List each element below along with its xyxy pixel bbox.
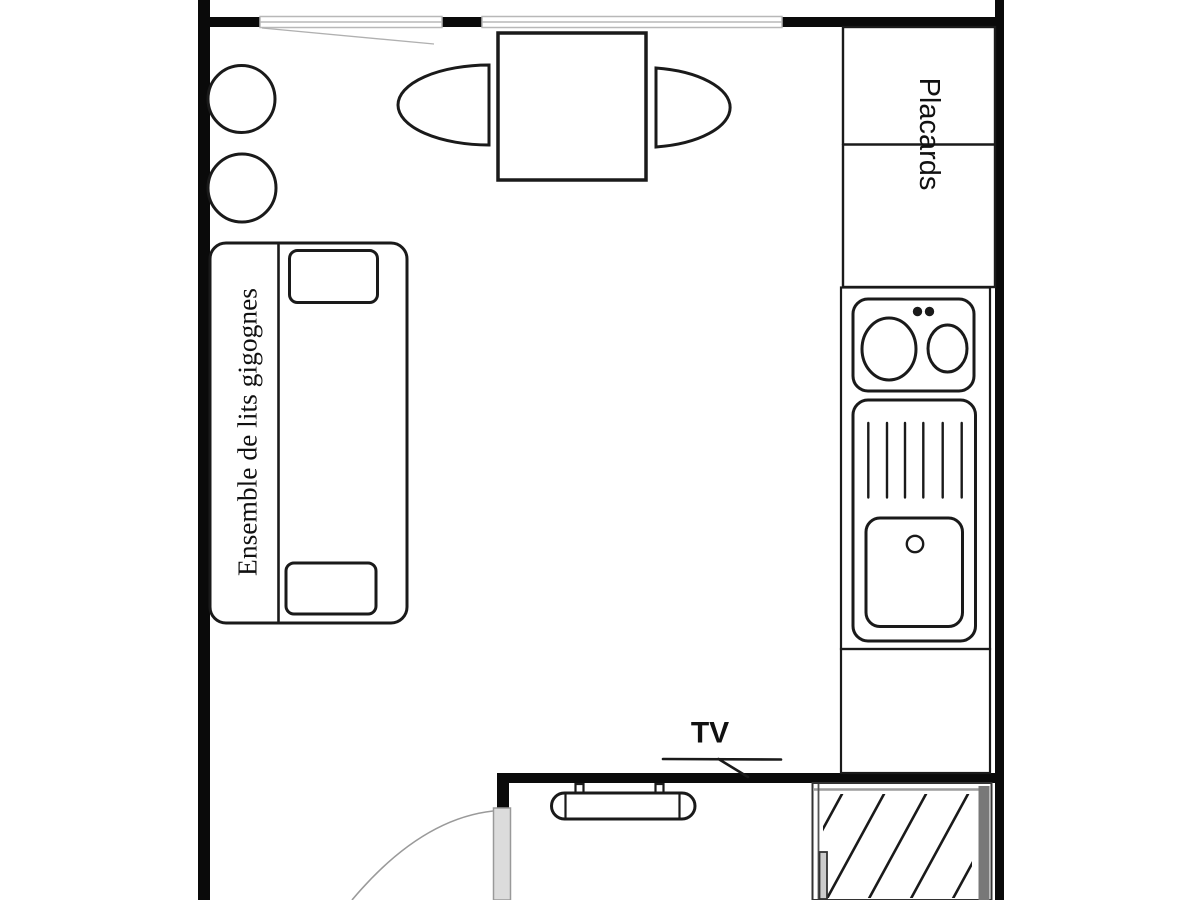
hatch-line xyxy=(909,794,970,898)
shower-hatching xyxy=(823,794,972,898)
bed-label: Ensemble de lits gigognes xyxy=(232,288,263,576)
shower-right-frame xyxy=(978,786,990,900)
hatch-line xyxy=(951,860,972,898)
bathroom-wall xyxy=(497,773,995,783)
sink-basin xyxy=(864,516,964,628)
bed-pillow-bottom xyxy=(284,561,378,616)
chair-right xyxy=(654,66,732,149)
furniture xyxy=(206,25,997,821)
burner-large xyxy=(860,316,918,382)
left-wall xyxy=(198,0,210,900)
shower-door-handle xyxy=(818,851,828,900)
tv-leader-tick xyxy=(717,757,750,779)
top-wall-segment-b xyxy=(442,17,482,27)
door-swing-arc xyxy=(351,810,494,900)
burner-small xyxy=(926,323,969,374)
windows xyxy=(259,15,783,29)
hob-knob-right xyxy=(924,306,935,317)
tv-leader-line xyxy=(661,757,783,761)
hatch-line xyxy=(867,794,928,898)
top-wall-segment-c xyxy=(782,17,995,27)
labels: Placards Ensemble de lits gigognes TV xyxy=(232,78,946,750)
closet-label: Placards xyxy=(913,78,945,191)
shower xyxy=(811,782,993,900)
dining-table xyxy=(496,31,648,182)
sink-drain xyxy=(905,534,925,554)
hob-knob-left xyxy=(912,306,923,317)
hatch-line xyxy=(823,794,844,832)
top-wall-segment-a xyxy=(208,17,260,27)
stool-top xyxy=(206,64,277,134)
radiator-body xyxy=(550,791,697,821)
drainer-lines xyxy=(867,421,963,499)
right-wall xyxy=(995,0,1004,900)
door-leaf xyxy=(492,807,512,900)
walls xyxy=(198,0,1004,900)
tv-label: TV xyxy=(691,717,729,750)
bed-outline xyxy=(208,241,409,625)
hatch-line xyxy=(825,794,886,898)
chair-left xyxy=(396,63,491,147)
stool-bottom xyxy=(206,152,278,224)
bed-pillow-top xyxy=(288,249,379,304)
kitchen-counter-lower xyxy=(839,647,992,775)
door-wall-stub xyxy=(497,783,509,809)
window-swing-line xyxy=(261,27,435,45)
